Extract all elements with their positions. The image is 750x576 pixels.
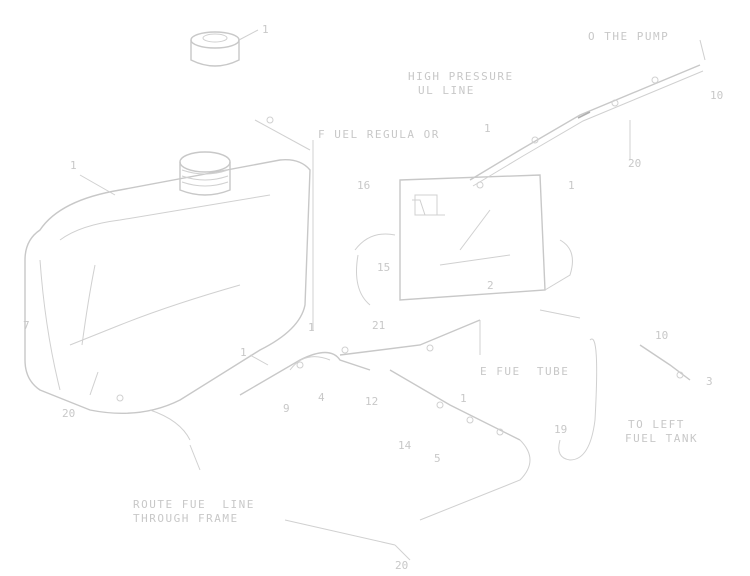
callout-number: 1	[460, 392, 467, 405]
fuel-tank	[24, 151, 311, 441]
callout-number: 4	[318, 391, 325, 404]
label-high-pressure-line-1: HIGH PRESSURE	[408, 70, 514, 83]
callout-number: 7	[23, 319, 30, 332]
callout-number: 1	[70, 159, 77, 172]
callout-number: 1	[568, 179, 575, 192]
callout-number: 1	[308, 321, 315, 334]
callout-number: 1	[484, 122, 491, 135]
callout-number: 19	[554, 423, 568, 436]
fuel-cap	[190, 29, 259, 67]
callout-number: 16	[357, 179, 371, 192]
fittings	[116, 76, 684, 436]
callout-number: 1	[240, 346, 247, 359]
label-route-fuel-line-1: ROUTE FUE LINE	[133, 498, 255, 511]
fuel-regulator-assembly	[354, 174, 573, 306]
label-high-pressure-line-2: UL LINE	[418, 84, 475, 97]
callout-number: 12	[365, 395, 379, 408]
callout-number: 9	[283, 402, 290, 415]
callout-number: 1	[262, 23, 269, 36]
callout-number: 20	[628, 157, 642, 170]
callout-number: 10	[710, 89, 724, 102]
callout-number: 3	[706, 375, 713, 388]
lower-fuel-lines	[239, 309, 691, 521]
callout-number: 5	[434, 452, 441, 465]
callout-number: 10	[655, 329, 669, 342]
callout-number: 15	[377, 261, 391, 274]
callout-number: 14	[398, 439, 412, 452]
callout-number: 20	[395, 559, 409, 572]
callout-number: 20	[62, 407, 76, 420]
label-other-pump: O THE PUMP	[588, 30, 670, 43]
label-to-left-fuel-tank-2: FUEL TANK	[625, 432, 699, 445]
label-to-left-fuel-tank-1: TO LEFT	[628, 418, 685, 431]
mount-lines	[254, 119, 314, 330]
label-fuel-regulator: F UEL REGULA OR	[318, 128, 440, 141]
leader-lines	[79, 174, 411, 561]
label-route-fuel-line-2: THROUGH FRAME	[133, 512, 239, 525]
high-pressure-line	[469, 39, 706, 187]
label-fuel-tube: E FUE TUBE	[480, 365, 570, 378]
callout-number: 2	[487, 279, 494, 292]
callout-number: 21	[372, 319, 386, 332]
